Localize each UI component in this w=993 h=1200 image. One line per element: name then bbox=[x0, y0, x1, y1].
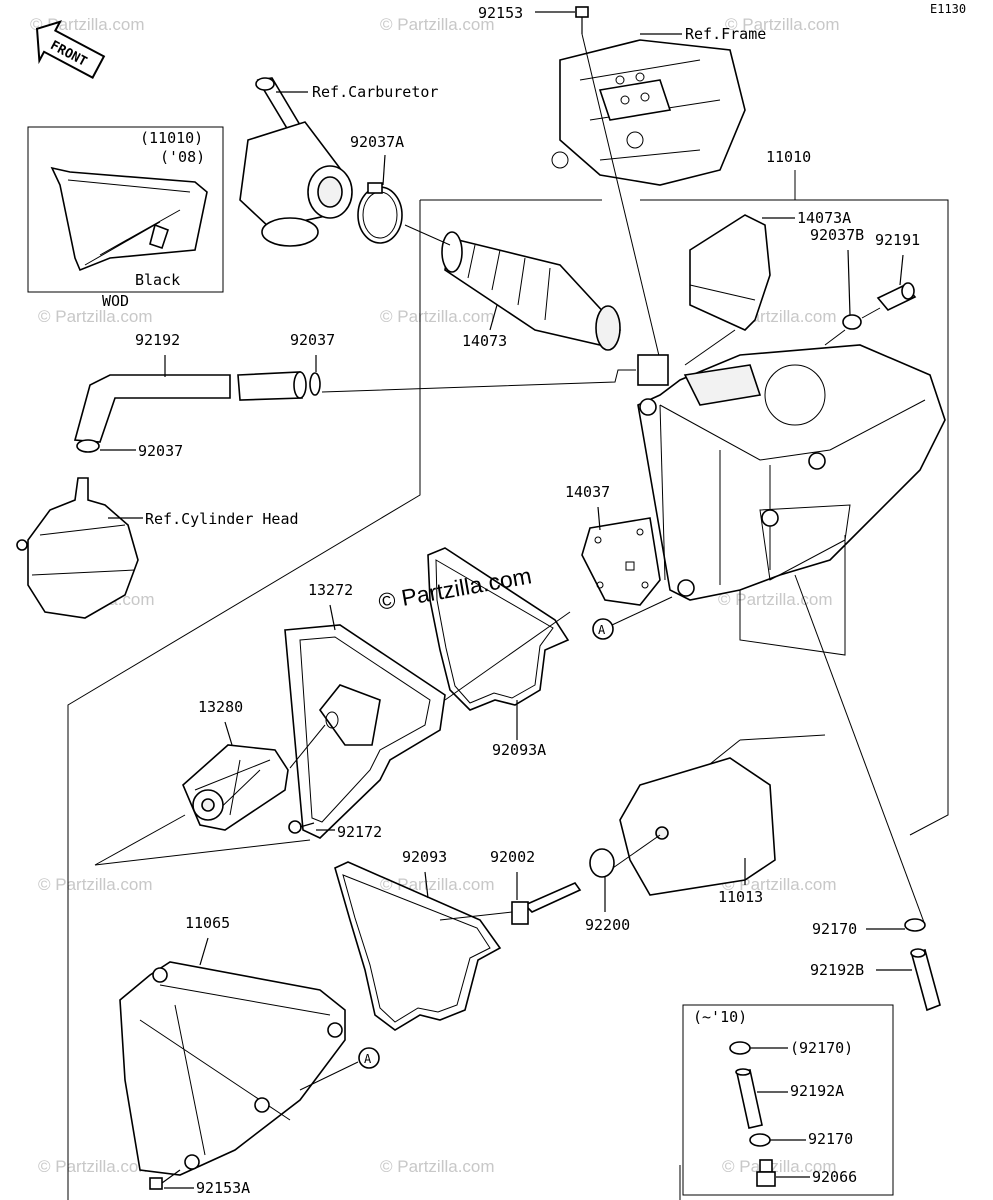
label-13272: 13272 bbox=[308, 581, 353, 599]
inset-box-2010: (~'10) (92170) 92192A 92170 92066 bbox=[682, 1004, 894, 1196]
washer-92200 bbox=[589, 848, 615, 878]
label-13280: 13280 bbox=[198, 698, 243, 716]
duct-14073a bbox=[684, 214, 771, 366]
watermark: © Partzilla.com bbox=[722, 1157, 837, 1176]
callout-a-lower: A bbox=[299, 1047, 380, 1091]
frame-reference bbox=[551, 39, 746, 186]
bolt-92153a bbox=[149, 1169, 181, 1190]
label-11010: 11010 bbox=[766, 148, 811, 166]
label-ref-cylinder-head: Ref.Cylinder Head bbox=[145, 510, 299, 528]
watermark: © Partzilla.com bbox=[380, 875, 495, 894]
label-92170: 92170 bbox=[812, 920, 857, 938]
hose-92192b bbox=[910, 948, 941, 1012]
label-92153a: 92153A bbox=[196, 1179, 250, 1197]
carburetor bbox=[239, 77, 353, 247]
bolt-92153 bbox=[575, 6, 589, 34]
watermark: © Partzilla.com bbox=[30, 15, 145, 34]
plate-14037 bbox=[581, 517, 661, 606]
watermark: © Partzilla.com bbox=[380, 1157, 495, 1176]
label-inset-92192a: 92192A bbox=[790, 1082, 844, 1100]
bolt-92002 bbox=[511, 882, 582, 925]
black-mark-icon bbox=[149, 223, 170, 250]
label-92192b: 92192B bbox=[810, 961, 864, 979]
label-92191: 92191 bbox=[875, 231, 920, 249]
clip-92037b bbox=[842, 314, 862, 330]
hose-92191 bbox=[876, 282, 917, 311]
label-92192: 92192 bbox=[135, 331, 180, 349]
label-92037b: 92037B bbox=[810, 226, 864, 244]
watermark: © Partzilla.com bbox=[380, 15, 495, 34]
label-92037a: 92037A bbox=[350, 133, 404, 151]
label-inset-year: (~'10) bbox=[693, 1008, 747, 1026]
assembly-outline-11010 bbox=[67, 170, 949, 1200]
label-14037: 14037 bbox=[565, 483, 610, 501]
cylinder-head-reference bbox=[16, 477, 139, 619]
label-92037-top: 92037 bbox=[290, 331, 335, 349]
label-92002: 92002 bbox=[490, 848, 535, 866]
gasket-92093a bbox=[427, 547, 570, 711]
air-filter-11013 bbox=[619, 757, 776, 896]
label-year-08: ('08) bbox=[160, 148, 205, 166]
bolt-92172 bbox=[288, 820, 315, 834]
label-ref-carburetor: Ref.Carburetor bbox=[312, 83, 438, 101]
watermark: © Partzilla.com bbox=[38, 875, 153, 894]
watermark: © Partzilla.com bbox=[38, 1157, 153, 1176]
label-92200: 92200 bbox=[585, 916, 630, 934]
watermark: © Partzilla.com bbox=[718, 590, 833, 609]
label-92093a: 92093A bbox=[492, 741, 546, 759]
airbox-case bbox=[637, 344, 946, 601]
label-92172: 92172 bbox=[337, 823, 382, 841]
label-inset-92066: 92066 bbox=[812, 1168, 857, 1186]
watermark: © Partzilla.com bbox=[380, 307, 495, 326]
clip-92170 bbox=[904, 918, 926, 932]
label-11013: 11013 bbox=[718, 888, 763, 906]
clamp-92037a bbox=[357, 182, 403, 244]
label-92093: 92093 bbox=[402, 848, 447, 866]
label-11010-inset: (11010) bbox=[140, 129, 203, 147]
diagram-code: E1130 bbox=[930, 2, 966, 16]
watermark: © Partzilla.com bbox=[722, 875, 837, 894]
label-11065: 11065 bbox=[185, 914, 230, 932]
watermark-main: © Partzilla.com bbox=[376, 562, 533, 615]
holder-13272 bbox=[284, 624, 446, 839]
callout-a-lower-letter: A bbox=[364, 1052, 372, 1066]
label-wod: WOD bbox=[102, 292, 129, 310]
label-14073: 14073 bbox=[462, 332, 507, 350]
side-cover-11065 bbox=[119, 961, 346, 1176]
label-inset-92170a: (92170) bbox=[790, 1039, 853, 1057]
watermark: © Partzilla.com bbox=[725, 15, 840, 34]
label-92153: 92153 bbox=[478, 4, 523, 22]
inset-box-2008: (11010) ('08) Black WOD bbox=[27, 126, 224, 310]
cage-13280 bbox=[182, 744, 289, 831]
clip-92037-bottom bbox=[76, 439, 100, 453]
label-ref-frame: Ref.Frame bbox=[685, 25, 766, 43]
label-inset-92170b: 92170 bbox=[808, 1130, 853, 1148]
callout-a-upper-letter: A bbox=[598, 623, 606, 637]
label-black: Black bbox=[135, 271, 180, 289]
gasket-92093 bbox=[334, 861, 502, 1031]
watermark: © Partzilla.com bbox=[38, 307, 153, 326]
intake-boot-14073 bbox=[441, 231, 622, 351]
label-92037-bottom: 92037 bbox=[138, 442, 183, 460]
label-14073a: 14073A bbox=[797, 209, 851, 227]
callout-a-upper: A bbox=[592, 596, 673, 640]
airbox-cover-2008 bbox=[50, 166, 208, 272]
breather-hose-92192 bbox=[73, 371, 307, 443]
clip-92037-top bbox=[309, 372, 321, 396]
